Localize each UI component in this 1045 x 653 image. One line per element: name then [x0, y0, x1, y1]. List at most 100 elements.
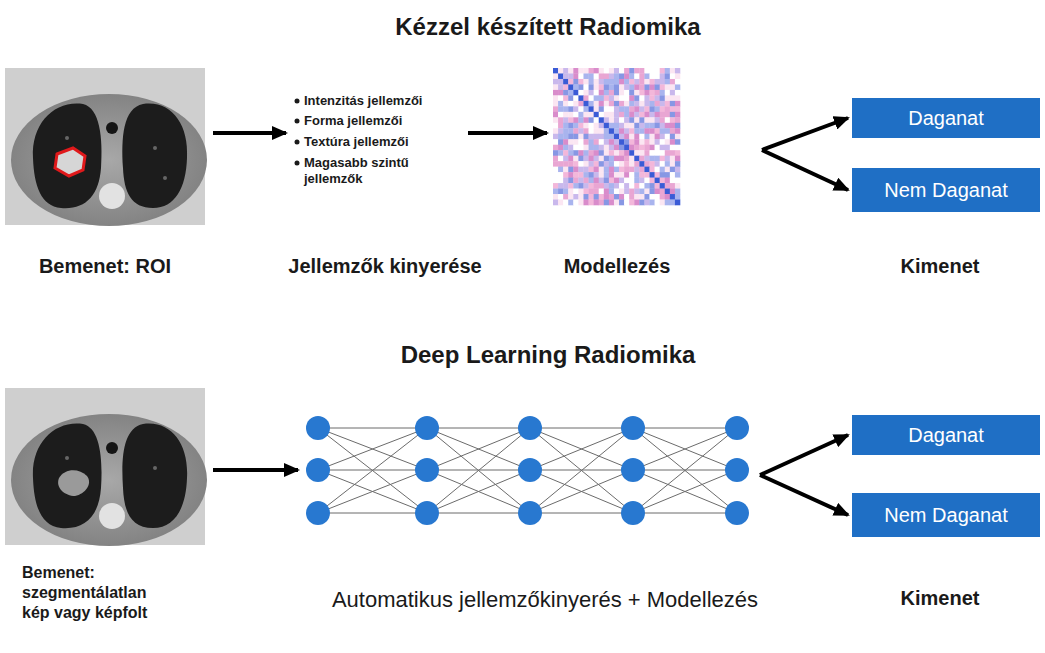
matrix-cell [675, 161, 680, 167]
matrix-cell [568, 178, 573, 184]
output-box: Nem Daganat [852, 168, 1040, 212]
matrix-cell [624, 128, 629, 134]
matrix-cell [650, 183, 655, 189]
matrix-cell [599, 167, 604, 173]
matrix-cell [563, 128, 568, 134]
matrix-cell [634, 84, 639, 90]
matrix-cell [568, 156, 573, 162]
matrix-cell [655, 101, 660, 107]
matrix-cell [609, 128, 614, 134]
matrix-cell [675, 95, 680, 101]
matrix-cell [604, 112, 609, 118]
matrix-cell [644, 183, 649, 189]
matrix-cell [660, 156, 665, 162]
matrix-cell [619, 106, 624, 112]
matrix-cell [624, 172, 629, 178]
matrix-cell [614, 117, 619, 123]
matrix-cell [624, 145, 629, 151]
flow-arrow [760, 435, 848, 475]
matrix-cell [604, 189, 609, 195]
matrix-cell [594, 73, 599, 79]
ct-vessel [163, 176, 167, 180]
matrix-cell [583, 145, 588, 151]
matrix-cell [675, 117, 680, 123]
stage-label: Bemenet: ROI [39, 254, 171, 279]
matrix-cell [629, 134, 634, 140]
matrix-cell [583, 73, 588, 79]
matrix-cell [655, 178, 660, 184]
matrix-cell [639, 172, 644, 178]
matrix-cell [650, 117, 655, 123]
matrix-cell [563, 106, 568, 112]
matrix-cell [639, 161, 644, 167]
matrix-cell [609, 200, 614, 206]
matrix-cell [629, 178, 634, 184]
matrix-cell [614, 145, 619, 151]
matrix-cell [624, 68, 629, 74]
matrix-cell [660, 178, 665, 184]
matrix-cell [578, 145, 583, 151]
bullet-item: Textúra jellemzői [304, 134, 409, 150]
matrix-cell [650, 90, 655, 96]
matrix-cell [589, 172, 594, 178]
matrix-cell [634, 101, 639, 107]
matrix-cell [558, 79, 563, 85]
matrix-cell [558, 172, 563, 178]
matrix-cell [644, 79, 649, 85]
matrix-cell [604, 139, 609, 145]
matrix-cell [609, 101, 614, 107]
matrix-cell [563, 101, 568, 107]
matrix-cell [573, 106, 578, 112]
matrix-cell [604, 68, 609, 74]
matrix-cell [563, 156, 568, 162]
matrix-cell [614, 172, 619, 178]
output-box: Nem Daganat [852, 493, 1040, 537]
matrix-cell [568, 123, 573, 129]
matrix-cell [634, 139, 639, 145]
matrix-cell [650, 194, 655, 200]
matrix-cell [553, 117, 558, 123]
matrix-cell [619, 117, 624, 123]
matrix-cell [660, 68, 665, 74]
matrix-cell [594, 178, 599, 184]
matrix-cell [553, 183, 558, 189]
matrix-cell [619, 183, 624, 189]
matrix-cell [629, 128, 634, 134]
matrix-cell [634, 106, 639, 112]
matrix-cell [578, 128, 583, 134]
matrix-cell [583, 101, 588, 107]
matrix-cell [553, 95, 558, 101]
network-link [318, 428, 427, 513]
matrix-cell [665, 145, 670, 151]
matrix-cell [568, 172, 573, 178]
matrix-cell [609, 90, 614, 96]
network-link [427, 470, 530, 513]
matrix-cell [665, 112, 670, 118]
matrix-cell [655, 95, 660, 101]
matrix-cell [639, 167, 644, 173]
matrix-cell [563, 134, 568, 140]
matrix-cell [568, 112, 573, 118]
matrix-cell [568, 139, 573, 145]
bullet-dot [295, 119, 300, 124]
matrix-cell [563, 95, 568, 101]
matrix-cell [614, 150, 619, 156]
matrix-cell [639, 134, 644, 140]
network-link [318, 428, 427, 429]
matrix-cell [563, 161, 568, 167]
matrix-cell [639, 156, 644, 162]
matrix-cell [609, 84, 614, 90]
matrix-cell [563, 145, 568, 151]
flow-arrow [760, 475, 848, 515]
matrix-cell [594, 145, 599, 151]
matrix-cell [573, 95, 578, 101]
matrix-cell [578, 68, 583, 74]
matrix-cell [655, 117, 660, 123]
matrix-cell [624, 156, 629, 162]
matrix-cell [619, 156, 624, 162]
matrix-cell [594, 150, 599, 156]
matrix-cell [563, 139, 568, 145]
matrix-cell [558, 167, 563, 173]
matrix-cell [670, 73, 675, 79]
matrix-cell [644, 161, 649, 167]
